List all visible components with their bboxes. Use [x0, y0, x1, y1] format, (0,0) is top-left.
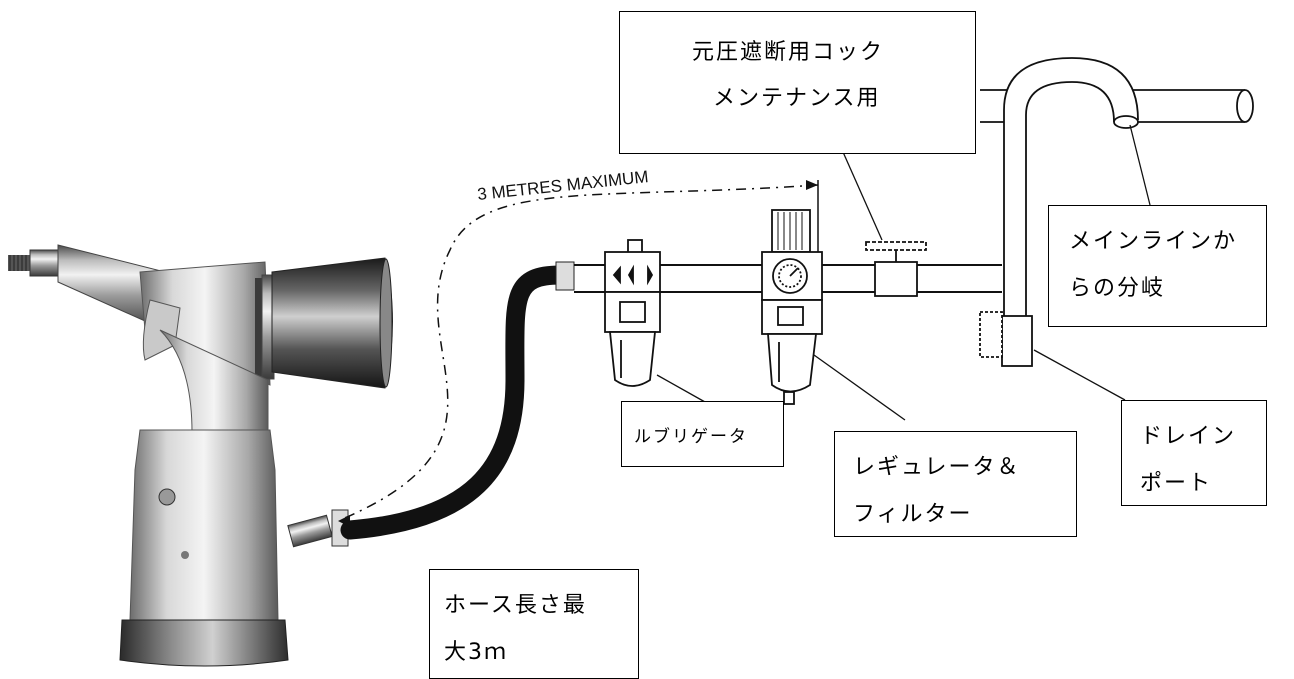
lubricator-unit: [604, 239, 661, 387]
callout-regulator-filter-line2: フィルター: [853, 502, 973, 527]
callout-branch-line1: メインラインか: [1069, 229, 1238, 254]
callout-hose-length-line1: ホース長さ最: [444, 593, 587, 618]
callout-shutoff-cock-line2: メンテナンス用: [713, 86, 881, 111]
riveter-tool: [8, 244, 393, 667]
hose-length-dimension: [338, 180, 819, 527]
callout-drain-port: ドレイン ポート: [1121, 400, 1267, 506]
callout-branch-line2: らの分岐: [1069, 276, 1166, 301]
dimension-label: 3 METRES MAXIMUM: [476, 167, 649, 204]
callout-regulator-filter-line1: レギュレータ＆: [853, 455, 1021, 480]
callout-branch: メインラインか らの分岐: [1048, 205, 1267, 327]
leader-lines: [656, 124, 1151, 421]
callout-shutoff-cock-line1: 元圧遮断用コック: [692, 40, 885, 65]
regulator-filter-unit: [761, 209, 823, 405]
shutoff-valve: [865, 241, 927, 297]
callout-hose-length: ホース長さ最 大3ｍ: [429, 569, 639, 679]
callout-hose-length-line2: 大3ｍ: [444, 640, 508, 665]
callout-lubricator-line1: ルブリゲータ: [634, 427, 748, 447]
callout-drain-port-line1: ドレイン: [1140, 424, 1237, 449]
air-hose: [340, 265, 570, 540]
callout-lubricator: ルブリゲータ: [621, 401, 784, 467]
callout-drain-port-line2: ポート: [1140, 471, 1213, 496]
callout-shutoff-cock: 元圧遮断用コック メンテナンス用: [619, 11, 976, 154]
callout-regulator-filter: レギュレータ＆ フィルター: [834, 431, 1077, 537]
